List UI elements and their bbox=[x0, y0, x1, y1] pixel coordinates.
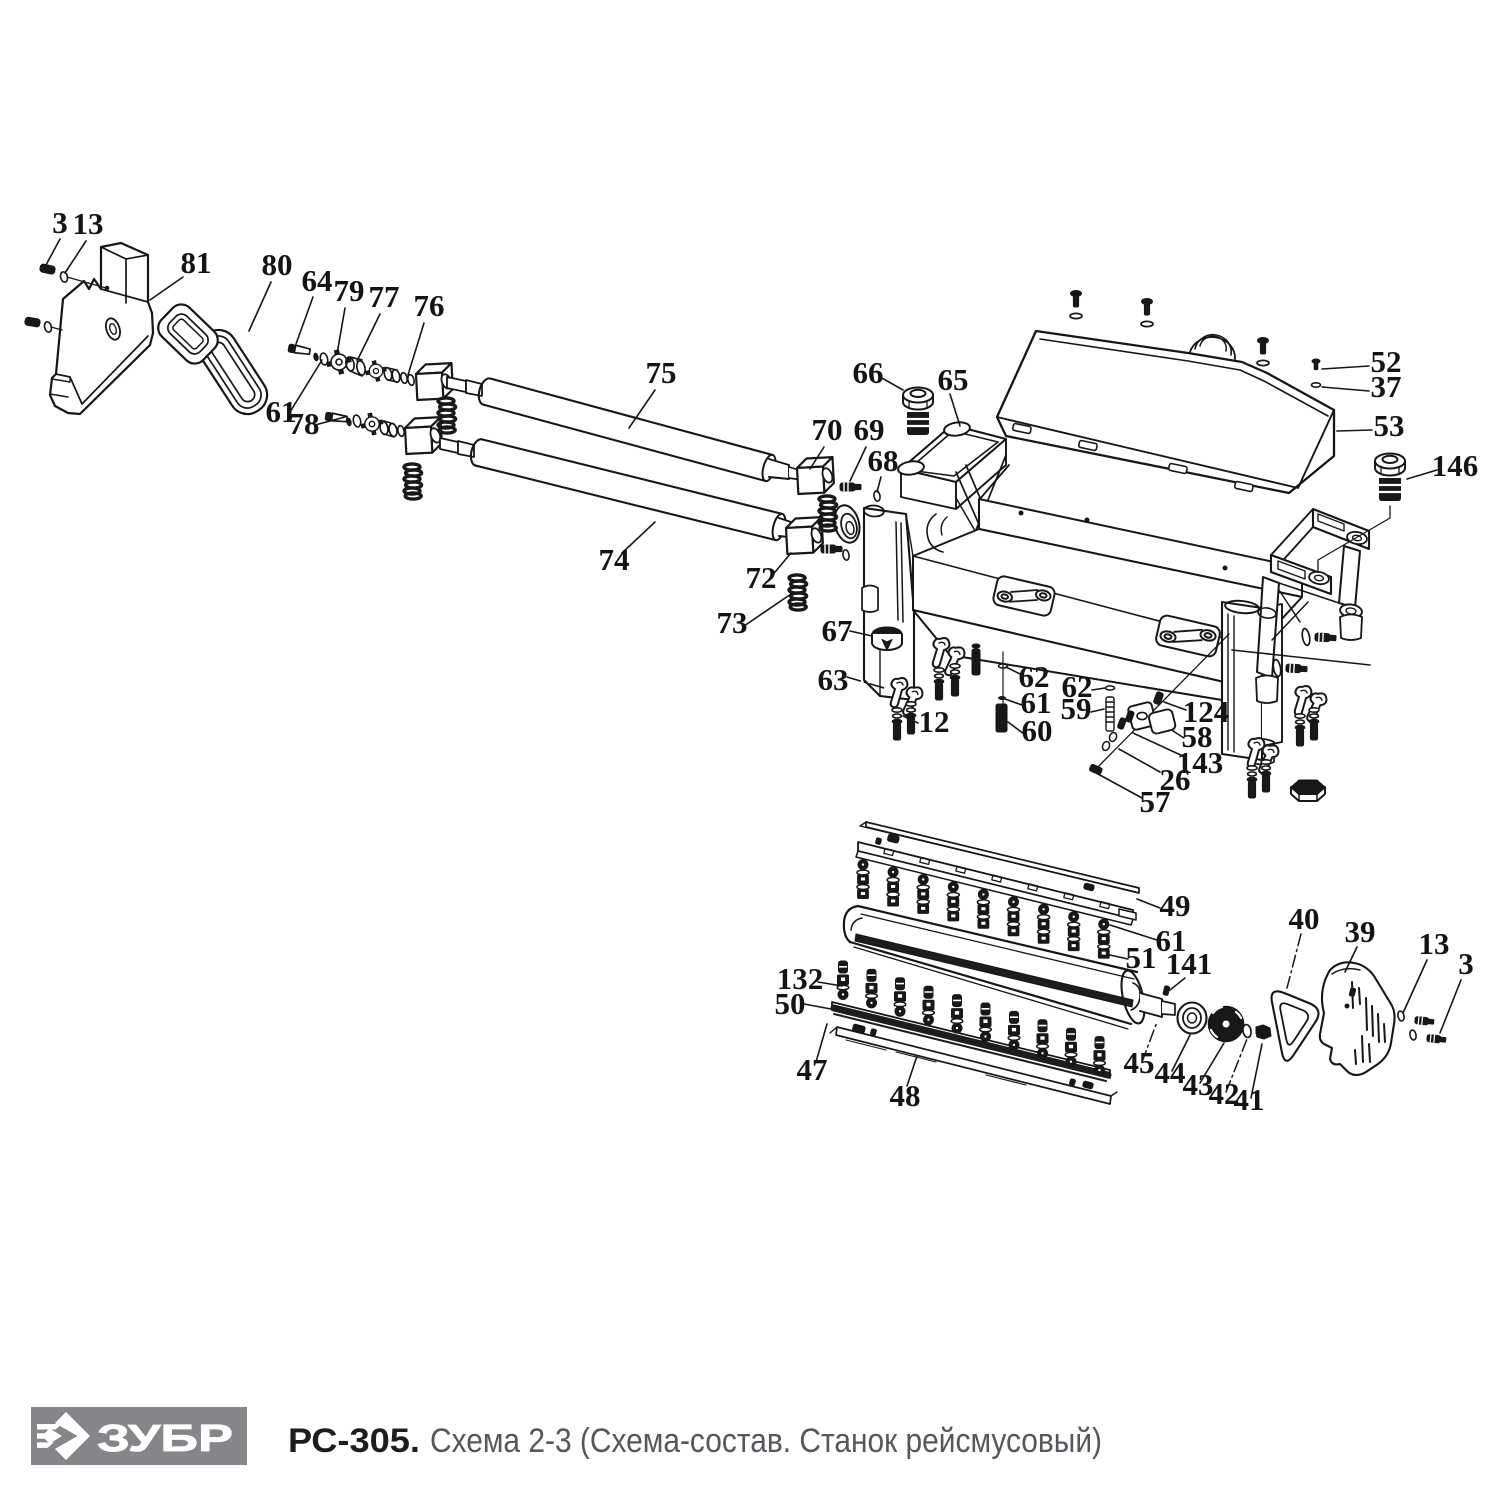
svg-text:40: 40 bbox=[1289, 901, 1320, 936]
svg-text:132: 132 bbox=[777, 961, 824, 996]
svg-text:43: 43 bbox=[1183, 1067, 1214, 1102]
svg-text:66: 66 bbox=[853, 355, 884, 390]
svg-text:75: 75 bbox=[646, 355, 677, 390]
svg-text:69: 69 bbox=[854, 412, 885, 447]
svg-text:37: 37 bbox=[1371, 369, 1402, 404]
svg-text:51: 51 bbox=[1126, 940, 1157, 975]
svg-text:74: 74 bbox=[599, 542, 630, 577]
svg-text:53: 53 bbox=[1374, 408, 1405, 443]
svg-text:76: 76 bbox=[414, 288, 445, 323]
svg-text:78: 78 bbox=[289, 406, 320, 441]
svg-text:79: 79 bbox=[334, 273, 365, 308]
svg-text:13: 13 bbox=[73, 206, 104, 241]
svg-text:59: 59 bbox=[1061, 691, 1092, 726]
svg-text:РС-305.Схема 2-3 (Схема-состав: РС-305.Схема 2-3 (Схема-состав. Станок р… bbox=[288, 1422, 1102, 1460]
svg-text:3: 3 bbox=[52, 205, 68, 240]
svg-text:62: 62 bbox=[1062, 669, 1093, 704]
svg-text:57: 57 bbox=[1140, 784, 1171, 819]
svg-text:77: 77 bbox=[369, 279, 400, 314]
svg-text:12: 12 bbox=[919, 704, 950, 739]
svg-text:45: 45 bbox=[1124, 1045, 1155, 1080]
svg-text:143: 143 bbox=[1177, 745, 1224, 780]
svg-text:68: 68 bbox=[868, 443, 899, 478]
svg-text:63: 63 bbox=[818, 662, 849, 697]
svg-text:81: 81 bbox=[181, 245, 212, 280]
svg-text:72: 72 bbox=[746, 560, 777, 595]
svg-text:80: 80 bbox=[262, 247, 293, 282]
svg-text:58: 58 bbox=[1182, 719, 1213, 754]
svg-text:42: 42 bbox=[1209, 1076, 1240, 1111]
svg-text:62: 62 bbox=[1019, 659, 1050, 694]
svg-text:67: 67 bbox=[822, 613, 853, 648]
svg-text:61: 61 bbox=[1021, 685, 1052, 720]
svg-text:60: 60 bbox=[1022, 713, 1053, 748]
svg-text:39: 39 bbox=[1345, 914, 1376, 949]
svg-text:61: 61 bbox=[1156, 923, 1187, 958]
svg-text:124: 124 bbox=[1183, 694, 1230, 729]
svg-text:73: 73 bbox=[717, 605, 748, 640]
svg-text:146: 146 bbox=[1432, 448, 1479, 483]
svg-text:48: 48 bbox=[890, 1078, 921, 1113]
svg-text:52: 52 bbox=[1371, 344, 1402, 379]
svg-text:141: 141 bbox=[1166, 946, 1213, 981]
svg-text:26: 26 bbox=[1160, 762, 1191, 797]
svg-text:61: 61 bbox=[266, 394, 297, 429]
svg-text:13: 13 bbox=[1419, 926, 1450, 961]
svg-text:50: 50 bbox=[775, 986, 806, 1021]
svg-text:44: 44 bbox=[1155, 1055, 1186, 1090]
svg-text:47: 47 bbox=[797, 1052, 828, 1087]
svg-text:49: 49 bbox=[1160, 888, 1191, 923]
svg-text:64: 64 bbox=[302, 263, 333, 298]
svg-text:70: 70 bbox=[812, 412, 843, 447]
svg-text:65: 65 bbox=[938, 362, 969, 397]
svg-text:ЗУБР: ЗУБР bbox=[97, 1418, 233, 1460]
svg-text:3: 3 bbox=[1458, 946, 1474, 981]
svg-text:41: 41 bbox=[1234, 1082, 1265, 1117]
